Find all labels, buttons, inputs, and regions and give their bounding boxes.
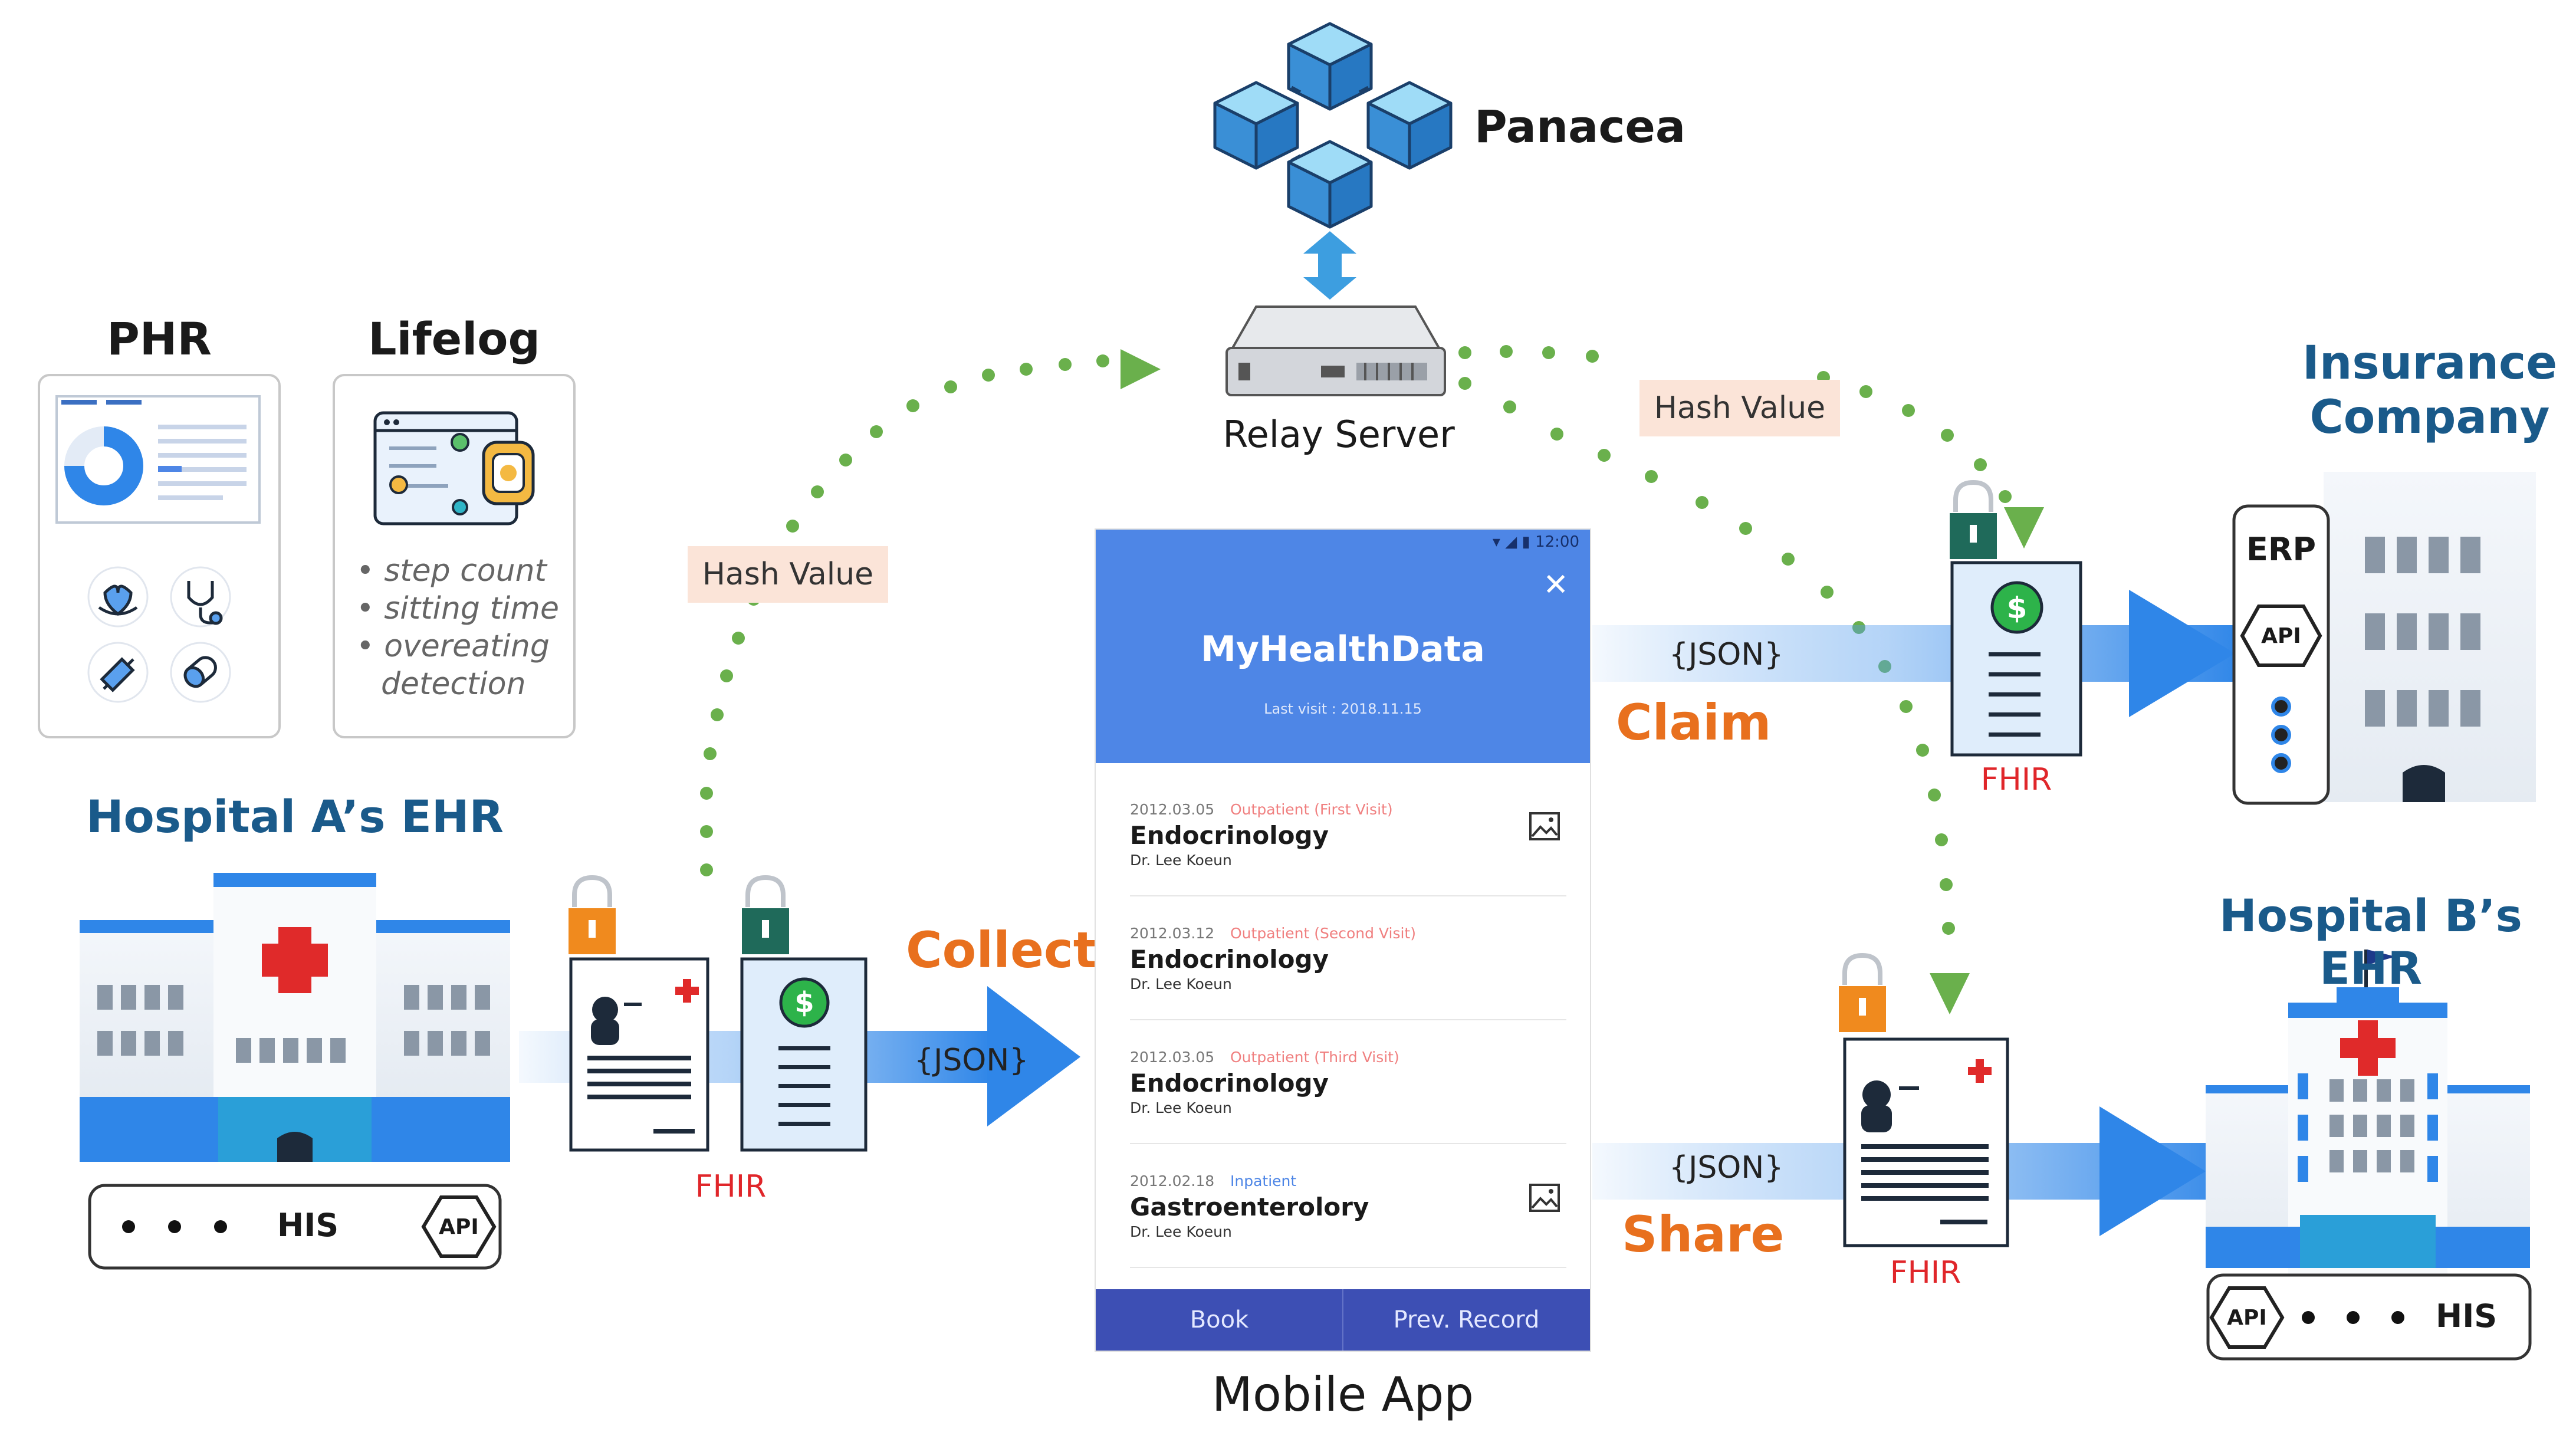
hospital-a-title: Hospital A’s EHR — [86, 790, 504, 843]
visit-department: Endocrinology — [1130, 821, 1329, 850]
phr-title: PHR — [107, 313, 212, 365]
phr-card — [38, 374, 281, 738]
visit-doctor: Dr. Lee Koeun — [1130, 975, 1232, 993]
blockchain-icon — [1213, 22, 1453, 229]
syringe-icon — [100, 657, 135, 692]
status-bar: ▾ ◢ ▮ 12:00 — [1493, 533, 1579, 551]
visit-date: 2012.03.05 — [1130, 801, 1215, 818]
book-button[interactable]: Book — [1190, 1306, 1249, 1333]
visit-item[interactable]: 2012.03.05 Outpatient (Third Visit) Endo… — [1130, 1019, 1566, 1144]
fhir-record-doc-a — [569, 875, 709, 1152]
api-label-insurance: API — [2261, 624, 2301, 648]
insurance-title: Insurance Company — [2302, 337, 2558, 444]
api-label-b: API — [2227, 1306, 2267, 1330]
visit-date: 2012.02.18 — [1130, 1172, 1215, 1190]
image-icon[interactable] — [1529, 810, 1560, 842]
close-icon[interactable]: ✕ — [1543, 567, 1569, 603]
visit-type: Outpatient (First Visit) — [1230, 801, 1393, 818]
fhir-billing-doc-a: $ — [740, 875, 868, 1152]
hospital-b-title: Hospital B’s EHR — [2219, 889, 2522, 994]
his-label-b: HIS — [2436, 1297, 2498, 1335]
his-label-a: HIS — [277, 1207, 339, 1244]
visit-type: Outpatient (Third Visit) — [1230, 1049, 1399, 1066]
visit-doctor: Dr. Lee Koeun — [1130, 1223, 1232, 1240]
visit-department: Endocrinology — [1130, 945, 1329, 974]
mobile-app-caption: Mobile App — [1211, 1367, 1474, 1422]
claim-label: Claim — [1616, 694, 1772, 751]
lifelog-bullet: detection — [381, 666, 526, 702]
api-label-a: API — [439, 1215, 479, 1239]
visit-type: Inpatient — [1230, 1172, 1297, 1190]
api-hex-insurance — [2240, 605, 2322, 667]
visit-doctor: Dr. Lee Koeun — [1130, 852, 1232, 869]
app-title: MyHealthData — [1201, 629, 1485, 670]
svg-text:$: $ — [2007, 591, 2028, 625]
share-json: {JSON} — [1669, 1150, 1784, 1185]
last-visit: Last visit : 2018.11.15 — [1264, 701, 1422, 717]
lifelog-bullets: • step count • sitting time • overeating… — [356, 552, 569, 703]
hospital-a-building — [80, 873, 510, 1162]
share-fhir: FHIR — [1890, 1255, 1961, 1290]
footer-divider — [1342, 1289, 1343, 1351]
hash-value-left: Hash Value — [688, 546, 888, 603]
mobile-app-screen: ▾ ◢ ▮ 12:00 ✕ MyHealthData Last visit : … — [1096, 530, 1590, 1351]
erp-label: ERP — [2246, 531, 2317, 568]
lock-icon — [569, 875, 616, 954]
lock-icon — [742, 875, 789, 954]
svg-text:$: $ — [794, 986, 814, 1019]
pill-icon — [183, 656, 217, 688]
fhir-record-doc-share — [1839, 952, 2009, 1247]
api-hex-b — [2209, 1286, 2285, 1349]
fhir-billing-doc-claim: $ — [1950, 479, 2082, 757]
visit-department: Gastroenterolory — [1130, 1193, 1369, 1221]
server-icon — [1225, 305, 1446, 396]
claim-json: {JSON} — [1669, 637, 1784, 672]
his-bar-a — [88, 1184, 502, 1270]
lock-icon — [1839, 952, 1886, 1032]
visit-date: 2012.03.12 — [1130, 925, 1215, 942]
his-bar-b — [2206, 1273, 2532, 1361]
app-header: ▾ ◢ ▮ 12:00 ✕ MyHealthData Last visit : … — [1096, 530, 1590, 763]
api-hex-a — [421, 1195, 497, 1258]
dotted-path-hash-left — [700, 349, 1161, 876]
claim-fhir: FHIR — [1980, 762, 2052, 797]
visit-type: Outpatient (Second Visit) — [1230, 925, 1416, 942]
lifelog-card — [333, 374, 576, 738]
visit-date: 2012.03.05 — [1130, 1049, 1215, 1066]
collect-label: Collect — [906, 921, 1097, 979]
stethoscope-icon — [187, 581, 223, 625]
lifelog-bullet: • overeating — [356, 629, 550, 664]
hospital-b-building — [2206, 950, 2530, 1274]
visit-doctor: Dr. Lee Koeun — [1130, 1099, 1232, 1116]
relay-server-label: Relay Server — [1223, 413, 1455, 456]
prev-record-button[interactable]: Prev. Record — [1393, 1306, 1540, 1333]
signal-icon: ▾ ◢ ▮ — [1492, 533, 1536, 551]
panacea-label: Panacea — [1474, 100, 1686, 153]
status-time: 12:00 — [1535, 533, 1579, 551]
lifelog-bullet: • step count — [356, 553, 547, 589]
double-arrow-icon — [1303, 231, 1356, 300]
visit-item[interactable]: 2012.02.18 Inpatient Gastroenterolory Dr… — [1130, 1143, 1566, 1268]
heart-hand-icon — [98, 584, 138, 616]
collect-fhir: FHIR — [695, 1169, 767, 1204]
visit-item[interactable]: 2012.03.12 Outpatient (Second Visit) End… — [1130, 895, 1566, 1020]
lifelog-bullet: • sitting time — [356, 591, 559, 626]
collect-json: {JSON} — [914, 1043, 1029, 1078]
visit-department: Endocrinology — [1130, 1069, 1329, 1098]
image-icon[interactable] — [1529, 1182, 1560, 1214]
visit-item[interactable]: 2012.03.05 Outpatient (First Visit) Endo… — [1130, 771, 1566, 896]
app-footer: Book Prev. Record — [1096, 1289, 1590, 1351]
share-label: Share — [1622, 1205, 1785, 1263]
insurance-building — [2324, 472, 2536, 802]
lock-icon — [1950, 479, 1997, 559]
lifelog-title: Lifelog — [368, 313, 540, 365]
hash-value-right: Hash Value — [1639, 380, 1840, 436]
